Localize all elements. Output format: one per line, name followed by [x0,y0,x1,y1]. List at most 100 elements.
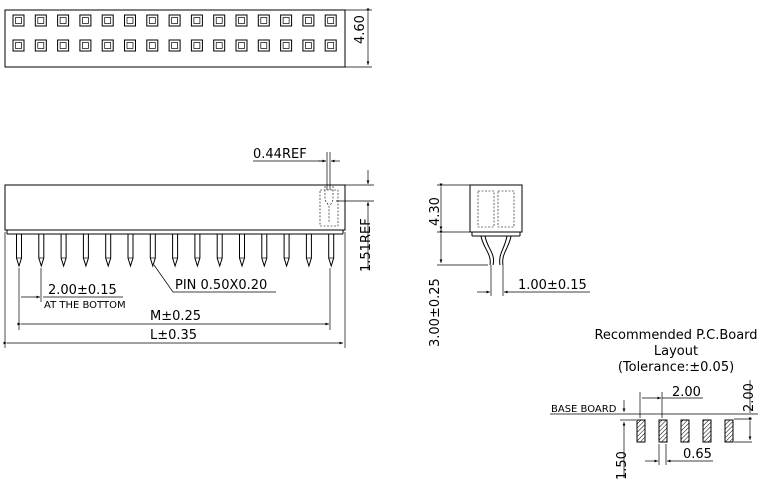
pad-outer [257,14,270,27]
pad-outer [235,39,248,52]
front-view-body [4,184,346,231]
pad-outer [101,39,114,52]
pin [105,234,112,268]
pad-outer [168,39,181,52]
pitch-note: AT THE BOTTOM [44,300,126,311]
pad-outer [124,39,136,52]
pcb-pitch-dim: 2.00 [672,385,701,400]
pin [194,234,201,268]
pin [38,234,45,268]
pad-inner [37,17,45,24]
pad-inner [82,17,89,24]
ref-height-dim: 1.51REF [359,218,374,272]
pad-inner [148,17,156,24]
pad-outer [302,14,315,27]
pad-inner [327,17,335,24]
pad-outer [190,14,203,27]
pin [149,234,156,268]
pcb-pad [636,419,646,443]
pin [239,234,245,268]
pad-outer [101,14,114,27]
pad-outer [280,14,293,27]
pad-outer [12,14,25,27]
pcb-pad [658,419,668,443]
l-dim: L±0.35 [150,328,197,343]
pad-inner [238,17,245,24]
pad-inner [59,42,67,49]
side-view: 4.30 3.00±0.25 1.00±0.15 [428,183,590,347]
pad-outer [57,39,70,52]
pad-inner [37,42,45,49]
ref-width-dim: 0.44REF [253,147,307,162]
pad-inner [305,42,312,49]
pad-inner [327,42,335,49]
base-board-label: BASE BOARD [551,404,617,415]
pcb-pad [724,419,734,443]
pad-inner [260,17,268,24]
pad-outer [213,14,226,27]
pad-outer [34,39,47,52]
pad-outer [280,39,293,52]
pad-inner [260,42,268,49]
top-view-body [4,9,346,68]
pad-outer [257,39,270,52]
pcb-edge-offset-dim: 1.50 [615,451,630,480]
pin [16,234,22,268]
pin [305,234,312,268]
pad-outer [213,39,226,52]
front-view: 0.44REF 1.51REF 2.00±0.15 AT THE BOTTOM … [3,147,374,348]
pad-outer [57,14,70,27]
front-view-pins [16,234,335,268]
pad-inner [148,42,156,49]
pin [283,234,290,268]
pad-outer [324,14,337,27]
top-view-pads [12,14,337,52]
contact-detail [319,189,339,227]
pad-inner [104,42,112,49]
pcb-title-line1: Recommended P.C.Board [594,328,757,343]
pad-inner [126,42,134,49]
pitch-dim: 2.00±0.15 [48,283,117,298]
pad-inner [82,42,89,49]
pad-inner [59,17,67,24]
pcb-pad-width-dim: 0.65 [683,447,712,462]
pad-outer [190,39,203,52]
pad-inner [282,42,290,49]
pad-inner [15,42,22,49]
m-dim: M±0.25 [150,309,201,324]
pad-outer [79,14,92,27]
side-view-body [469,184,523,233]
pad-outer [302,39,315,52]
pad-inner [238,42,245,49]
pin [82,234,89,268]
pad-outer [79,39,92,52]
pcb-pad [702,419,712,443]
pad-inner [193,42,201,49]
pcb-title-line2: Layout [654,344,698,359]
pin [261,234,268,268]
pad-outer [34,14,47,27]
pad-inner [171,17,178,24]
pin [328,234,335,268]
pcb-pad [680,419,690,443]
body-height-dim: 4.30 [428,197,443,226]
pcb-row-offset-dim: 2.00 [742,383,757,412]
pad-outer [168,14,181,27]
pad-outer [124,14,136,27]
pad-outer [146,14,159,27]
pad-inner [15,17,22,24]
pcb-layout: Recommended P.C.Board Layout (Tolerance:… [550,328,758,480]
pad-inner [215,17,223,24]
pad-inner [171,42,178,49]
pad-outer [235,14,248,27]
pin [60,234,67,268]
pin [172,234,179,268]
pin [127,234,134,268]
top-view: 4.60 [4,8,372,68]
pad-inner [104,17,112,24]
pcb-title-line3: (Tolerance:±0.05) [618,360,734,375]
pcb-pads [636,419,734,443]
pad-inner [193,17,201,24]
pin-length-dim: 3.00±0.25 [428,278,443,347]
